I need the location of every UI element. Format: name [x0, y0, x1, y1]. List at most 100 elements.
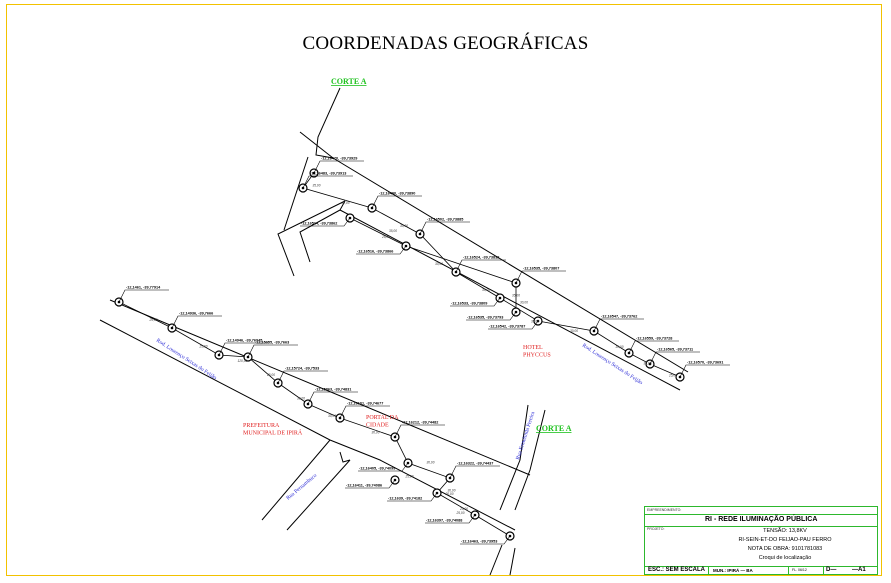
span-length: 30,00: [435, 262, 443, 266]
coord-leader: [371, 195, 422, 209]
coord-leader: [302, 175, 353, 189]
pole-coordinate: -12,16411, -39,74086: [346, 484, 382, 488]
place-label-portal: PORTAL DA: [366, 415, 399, 421]
lower-network-line: [118, 301, 511, 537]
place-label-prefeitura: PREFEITURA: [243, 423, 280, 429]
span-length: 120,00: [238, 359, 248, 363]
lower-road-edge-bottom: [99, 319, 516, 531]
coord-leader: [466, 311, 517, 321]
span-length: 35,00: [644, 362, 652, 366]
pole-coordinate: -12,16542, -39,73787: [489, 325, 525, 329]
coord-leader: [345, 479, 396, 489]
span-length: 30,00: [328, 414, 336, 418]
coord-leader: [425, 514, 476, 524]
sheet-size: —A1: [852, 567, 866, 573]
corte-a-top-curb-1: [315, 87, 341, 159]
place-label-portal: CIDADE: [366, 423, 389, 429]
coord-leader: [649, 351, 700, 365]
span-length: 30,00: [570, 329, 578, 333]
coord-leader: [455, 259, 506, 273]
pole-coordinate: -12,16514, -39,73862: [301, 222, 337, 226]
tb-line-3: NOTA DE OBRA: 9101781083: [747, 546, 823, 552]
pole-coordinate: -12,16470, -39,73929: [321, 157, 357, 161]
span-length: 25,00: [456, 511, 465, 515]
coord-leader: [171, 315, 222, 329]
coord-leader: [488, 320, 539, 330]
tb-line-1: TENSÃO: 13,8KV: [763, 528, 807, 534]
coord-leader: [339, 405, 390, 419]
pole-coordinate: -12,16322, -39,74437: [457, 462, 493, 466]
lower-road-edge-top: [109, 299, 531, 476]
coord-leader: [394, 424, 445, 438]
coord-leader: [449, 465, 500, 479]
pole-coordinate: -12,16212, -39,74482: [402, 421, 438, 425]
coord-leader: [313, 160, 364, 174]
span-length: 30,00: [520, 301, 528, 305]
coord-leader: [628, 340, 679, 354]
pole-coordinate: -12,16535, -39,73793: [467, 316, 503, 320]
municipality-text: MUN.: IPIRÁ — BA: [713, 568, 753, 573]
coord-leader: [300, 217, 351, 227]
pole-coordinate: -12,15724, -39,7533: [285, 367, 319, 371]
span-length: 25,00: [199, 345, 208, 349]
coord-leader: [387, 492, 438, 502]
pole-coordinate: -12,1639, -39,74182: [388, 497, 422, 501]
coord-leader: [515, 270, 566, 284]
pole-coordinate: -12,16490, -39,73890: [379, 192, 415, 196]
coord-leader: [356, 245, 407, 255]
span-length: 30,00: [448, 489, 456, 493]
rua-pernambuco-notch: [339, 451, 351, 463]
coord-leader: [218, 342, 269, 356]
scale-text: ESC.: SEM ESCALA: [648, 567, 706, 573]
company-label: EMPREENDIMENTO:: [647, 508, 682, 512]
span-length: 32,00: [342, 201, 350, 205]
coord-leader: [419, 221, 470, 235]
coord-leader: [118, 289, 169, 303]
corte-a-top-curb-4: [299, 209, 341, 263]
span-length: 25,00: [381, 235, 390, 239]
pole-coordinate: -12,16101, -39,74677: [347, 402, 383, 406]
pole-coordinate: -12,1461, -39,77914: [126, 286, 161, 290]
span-length: 30,00: [400, 224, 408, 228]
place-label-hotel: HOTEL: [523, 345, 543, 351]
pole-coordinate: -12,16463, -39,73953: [461, 540, 497, 544]
pole-coordinate: -12,16516, -39,73866: [357, 250, 393, 254]
coord-leader: [358, 462, 409, 472]
span-length: 35,00: [512, 294, 520, 298]
place-label-prefeitura: MUNICIPAL DE IPIRÁ: [243, 429, 303, 437]
pole-coordinate: -12,16524, -39,73832: [463, 256, 499, 260]
sheet-border: [6, 4, 882, 576]
coord-leader: [679, 364, 730, 378]
pole-coordinate: -12,16570, -39,73691: [687, 361, 723, 365]
pole-coordinate: -12,14946, -39,76945: [226, 339, 262, 343]
upper-branch-line: [349, 217, 517, 312]
rua-ermelinda-edge-1: [499, 404, 529, 511]
sheet-number: FL. 06/12: [792, 568, 807, 572]
title-block: EMPREENDIMENTO: RI - REDE ILUMINAÇÃO PÚB…: [644, 506, 878, 575]
corte-a-top-curb-3: [277, 200, 346, 277]
pole-coordinate: -12,15863, -39,74831: [315, 388, 351, 392]
span-length: 20,00: [445, 492, 454, 496]
pole-coordinate: -12,16405, -39,74099: [359, 467, 395, 471]
pole-coordinate: -12,16559, -39,73728: [636, 337, 672, 341]
street-label-rod-lower: Rod. Lourenço Seixas do Feijão: [155, 338, 218, 382]
span-length: 25,00: [266, 373, 275, 377]
bottom-road-edge: [489, 544, 503, 576]
corte-a-top-curb-2: [283, 156, 309, 231]
coord-leader: [450, 297, 501, 307]
span-length: 25,00: [405, 475, 414, 479]
pole-coordinate: -12,16565, -39,73711: [657, 348, 693, 352]
coord-leader: [593, 318, 644, 332]
corte-label: CORTE A: [331, 77, 367, 86]
doc-code: D—: [826, 567, 837, 573]
rua-pernambuco-edge-2: [286, 459, 351, 531]
rua-pernambuco-edge-1: [261, 439, 331, 521]
pole-coordinate: -12,16533, -39,73809: [451, 302, 487, 306]
pole-coordinate: -12,16483, -39,73913: [310, 172, 346, 176]
span-length: 30,00: [482, 288, 490, 292]
span-length: 30,00: [427, 461, 435, 465]
pole-coordinate: -12,16535, -39,73807: [523, 267, 559, 271]
span-length: 30,00: [297, 397, 305, 401]
